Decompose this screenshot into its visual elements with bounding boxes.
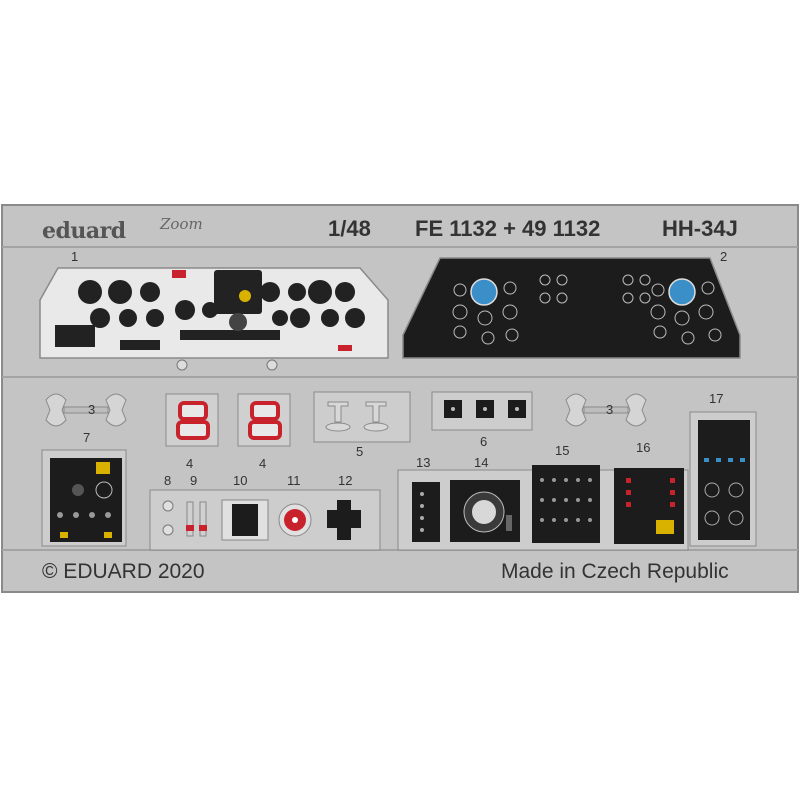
part-number-5: 5 bbox=[356, 444, 364, 459]
part-number-4-b: 4 bbox=[259, 456, 267, 471]
part-number-14: 14 bbox=[474, 455, 489, 470]
part-number-13: 13 bbox=[416, 455, 431, 470]
part-6-switch-plates bbox=[431, 391, 533, 431]
part-2-instrument-panel bbox=[402, 257, 741, 359]
zoom-logo: Zoom bbox=[160, 215, 203, 233]
part-15-switch-panel bbox=[532, 465, 600, 543]
part-number-1: 1 bbox=[71, 249, 79, 264]
part-4-buckle-b bbox=[237, 393, 291, 447]
part-17-side-panel bbox=[689, 411, 757, 547]
part-number-9: 9 bbox=[190, 473, 198, 488]
part-14-radar-panel bbox=[450, 480, 520, 542]
product-code: FE 1132 + 49 1132 bbox=[415, 216, 601, 241]
model-name: HH-34J bbox=[662, 216, 738, 241]
part-4-buckle-a bbox=[165, 393, 219, 447]
part-1-instrument-panel bbox=[39, 267, 389, 371]
part-number-2: 2 bbox=[720, 249, 728, 264]
part-7-console bbox=[41, 449, 127, 547]
part-13-panel bbox=[412, 482, 440, 542]
part-number-7: 7 bbox=[83, 430, 91, 445]
scale-label: 1/48 bbox=[328, 216, 371, 241]
part-number-3-right: 3 bbox=[606, 402, 614, 417]
part-number-15: 15 bbox=[555, 443, 570, 458]
origin-text: Made in Czech Republic bbox=[501, 560, 729, 583]
part-3-pedals-left bbox=[45, 393, 127, 427]
part-3-pedals-right bbox=[565, 393, 647, 427]
part-number-4-a: 4 bbox=[186, 456, 194, 471]
parts-8-12-strip bbox=[149, 489, 381, 551]
part-5-levers bbox=[313, 391, 411, 443]
eduard-logo: eduard bbox=[42, 218, 126, 244]
part-number-12: 12 bbox=[338, 473, 353, 488]
part-number-17: 17 bbox=[709, 391, 724, 406]
part-number-11: 11 bbox=[287, 473, 301, 488]
part-16-panel bbox=[614, 468, 684, 544]
part-number-6: 6 bbox=[480, 434, 488, 449]
part-number-8: 8 bbox=[164, 473, 172, 488]
copyright-text: © EDUARD 2020 bbox=[42, 560, 205, 583]
part-number-3-left: 3 bbox=[88, 402, 96, 417]
part-number-10: 10 bbox=[233, 473, 248, 488]
part-number-16: 16 bbox=[636, 440, 651, 455]
